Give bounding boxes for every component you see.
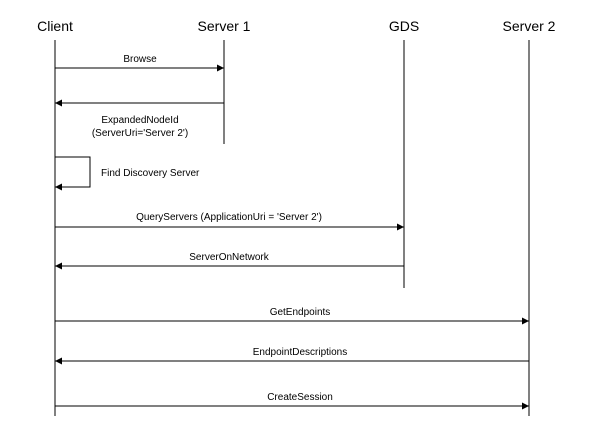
message-label-expanded-node-id-detail: (ServerUri='Server 2') [92, 128, 188, 139]
message-label-endpoint-descriptions: EndpointDescriptions [253, 347, 348, 358]
participant-gds: GDS [389, 18, 419, 34]
message-label-server-on-network: ServerOnNetwork [189, 252, 269, 263]
message-label-query-servers: QueryServers (ApplicationUri = 'Server 2… [136, 212, 322, 223]
message-label-expanded-node-id: ExpandedNodeId [101, 115, 178, 126]
message-label-find-discovery-server: Find Discovery Server [101, 168, 200, 179]
message-label-get-endpoints: GetEndpoints [270, 307, 331, 318]
participant-server2: Server 2 [503, 18, 556, 34]
message-label-browse: Browse [123, 54, 157, 65]
message-label-create-session: CreateSession [267, 392, 333, 403]
participant-client: Client [37, 18, 73, 34]
participant-server1: Server 1 [198, 18, 251, 34]
message-arrow-find-discovery-server [55, 156, 91, 191]
